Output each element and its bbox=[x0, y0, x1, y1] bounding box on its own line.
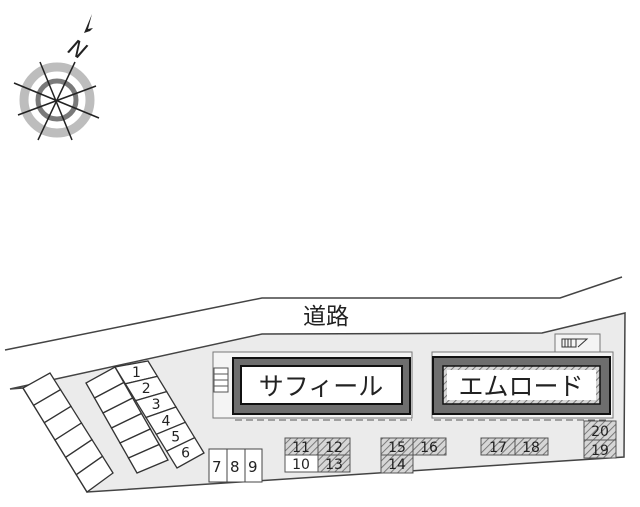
parking-space-12: 12 bbox=[325, 440, 343, 456]
building-name: エムロード bbox=[458, 372, 583, 401]
parking-space-8: 8 bbox=[230, 458, 240, 476]
parking-space-7: 7 bbox=[212, 458, 222, 476]
parking-space-17: 17 bbox=[489, 440, 507, 456]
parking-space-11: 11 bbox=[292, 440, 310, 456]
parking-space-9: 9 bbox=[248, 458, 258, 476]
north-label: N bbox=[64, 35, 91, 65]
parking-space-15: 15 bbox=[388, 440, 406, 456]
parking-space-14: 14 bbox=[388, 457, 406, 473]
parking-space-2: 2 bbox=[142, 381, 151, 397]
building-name: サフィール bbox=[259, 372, 384, 401]
building-saphir: サフィール bbox=[212, 351, 413, 421]
parking-space-10: 10 bbox=[292, 457, 310, 473]
parking-space-18: 18 bbox=[522, 440, 540, 456]
parking-space-19: 19 bbox=[591, 443, 609, 459]
bike-shed-icon bbox=[561, 338, 589, 348]
parking-space-3: 3 bbox=[152, 397, 161, 413]
stairs-icon bbox=[213, 367, 229, 393]
road-edge-top bbox=[4, 276, 623, 351]
parking-space-16: 16 bbox=[420, 440, 438, 456]
parking-space-20: 20 bbox=[591, 424, 609, 440]
parking-space-6: 6 bbox=[181, 445, 190, 461]
compass-icon: N bbox=[13, 14, 100, 141]
parking-group-d: 20 19 bbox=[583, 420, 617, 459]
parking-space-4: 4 bbox=[161, 413, 170, 429]
parking-space-13: 13 bbox=[325, 457, 343, 473]
parking-row-789: 7 8 9 bbox=[208, 448, 263, 483]
parking-group-b: 15 16 14 bbox=[380, 437, 447, 474]
parking-space bbox=[165, 436, 205, 469]
parking-group-a: 11 12 10 13 bbox=[284, 437, 351, 473]
parking-group-c: 17 18 bbox=[480, 437, 549, 456]
parking-space-5: 5 bbox=[171, 429, 180, 445]
parking-space bbox=[75, 455, 114, 493]
building-emroad: エムロード bbox=[431, 333, 614, 421]
parking-space-1: 1 bbox=[132, 365, 141, 381]
road-label: 道路 bbox=[303, 304, 349, 330]
parking-space bbox=[127, 443, 169, 474]
